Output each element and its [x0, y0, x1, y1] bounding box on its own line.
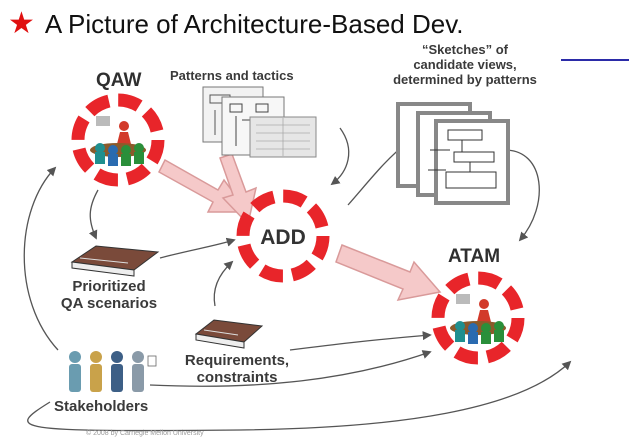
- arrow-stakeholders-qaw: [23, 166, 59, 351]
- accent-line: [561, 59, 629, 61]
- scenarios-book-icon: [70, 245, 160, 277]
- slide-title: ★ A Picture of Architecture-Based Dev.: [8, 6, 464, 42]
- add-cycle-icon: ADD: [243, 196, 323, 276]
- requirements-line-2: constraints: [196, 369, 278, 387]
- requirements-book-icon: [194, 319, 264, 349]
- arrow-sketches-atam: [504, 149, 540, 242]
- document-stack-icon: [202, 86, 317, 158]
- footer-copyright: © 2008 by Carnegie Mellon University: [86, 430, 204, 437]
- add-label: ADD: [260, 226, 306, 249]
- atam-cycle-icon: [438, 278, 518, 358]
- scenarios-line-2: QA scenarios: [60, 295, 158, 313]
- scenarios-label: Prioritized QA scenarios: [44, 278, 174, 313]
- arrow-stakeholders-atam: [149, 350, 432, 387]
- arrow-requirements-add: [213, 260, 234, 307]
- arrow-patterns-add: [330, 127, 350, 186]
- arrow-loop-atam: [27, 360, 572, 432]
- connector-arrows: [23, 127, 572, 432]
- qaw-label: QAW: [96, 70, 142, 91]
- sketches-line-3: determined by patterns: [393, 71, 537, 87]
- flow-arrow-patterns-add: [219, 153, 258, 226]
- sketches-label: “Sketches” of candidate views, determine…: [375, 42, 555, 88]
- requirements-line-1: Requirements,: [184, 352, 290, 369]
- sketches-line-1: “Sketches” of: [422, 42, 508, 57]
- slide-title-text: A Picture of Architecture-Based Dev.: [44, 8, 464, 39]
- sketches-line-2: candidate views,: [413, 56, 517, 72]
- sketches-stack-icon: [396, 102, 510, 205]
- arrow-scenarios-add: [159, 237, 236, 259]
- scenarios-line-1: Prioritized: [72, 278, 146, 295]
- meeting-icon: [90, 116, 146, 166]
- people-icon: [69, 351, 157, 392]
- atam-label: ATAM: [448, 246, 501, 267]
- patterns-label: Patterns and tactics: [170, 68, 294, 83]
- flow-arrow-add-atam: [335, 244, 442, 302]
- meeting-icon: [450, 294, 506, 344]
- arrow-requirements-atam: [289, 331, 432, 351]
- qaw-cycle-icon: [78, 100, 158, 180]
- stakeholders-label: Stakeholders: [54, 398, 149, 415]
- requirements-label: Requirements, constraints: [172, 352, 302, 387]
- star-icon: ★: [8, 7, 35, 40]
- arrow-qaw-scenarios: [88, 189, 99, 240]
